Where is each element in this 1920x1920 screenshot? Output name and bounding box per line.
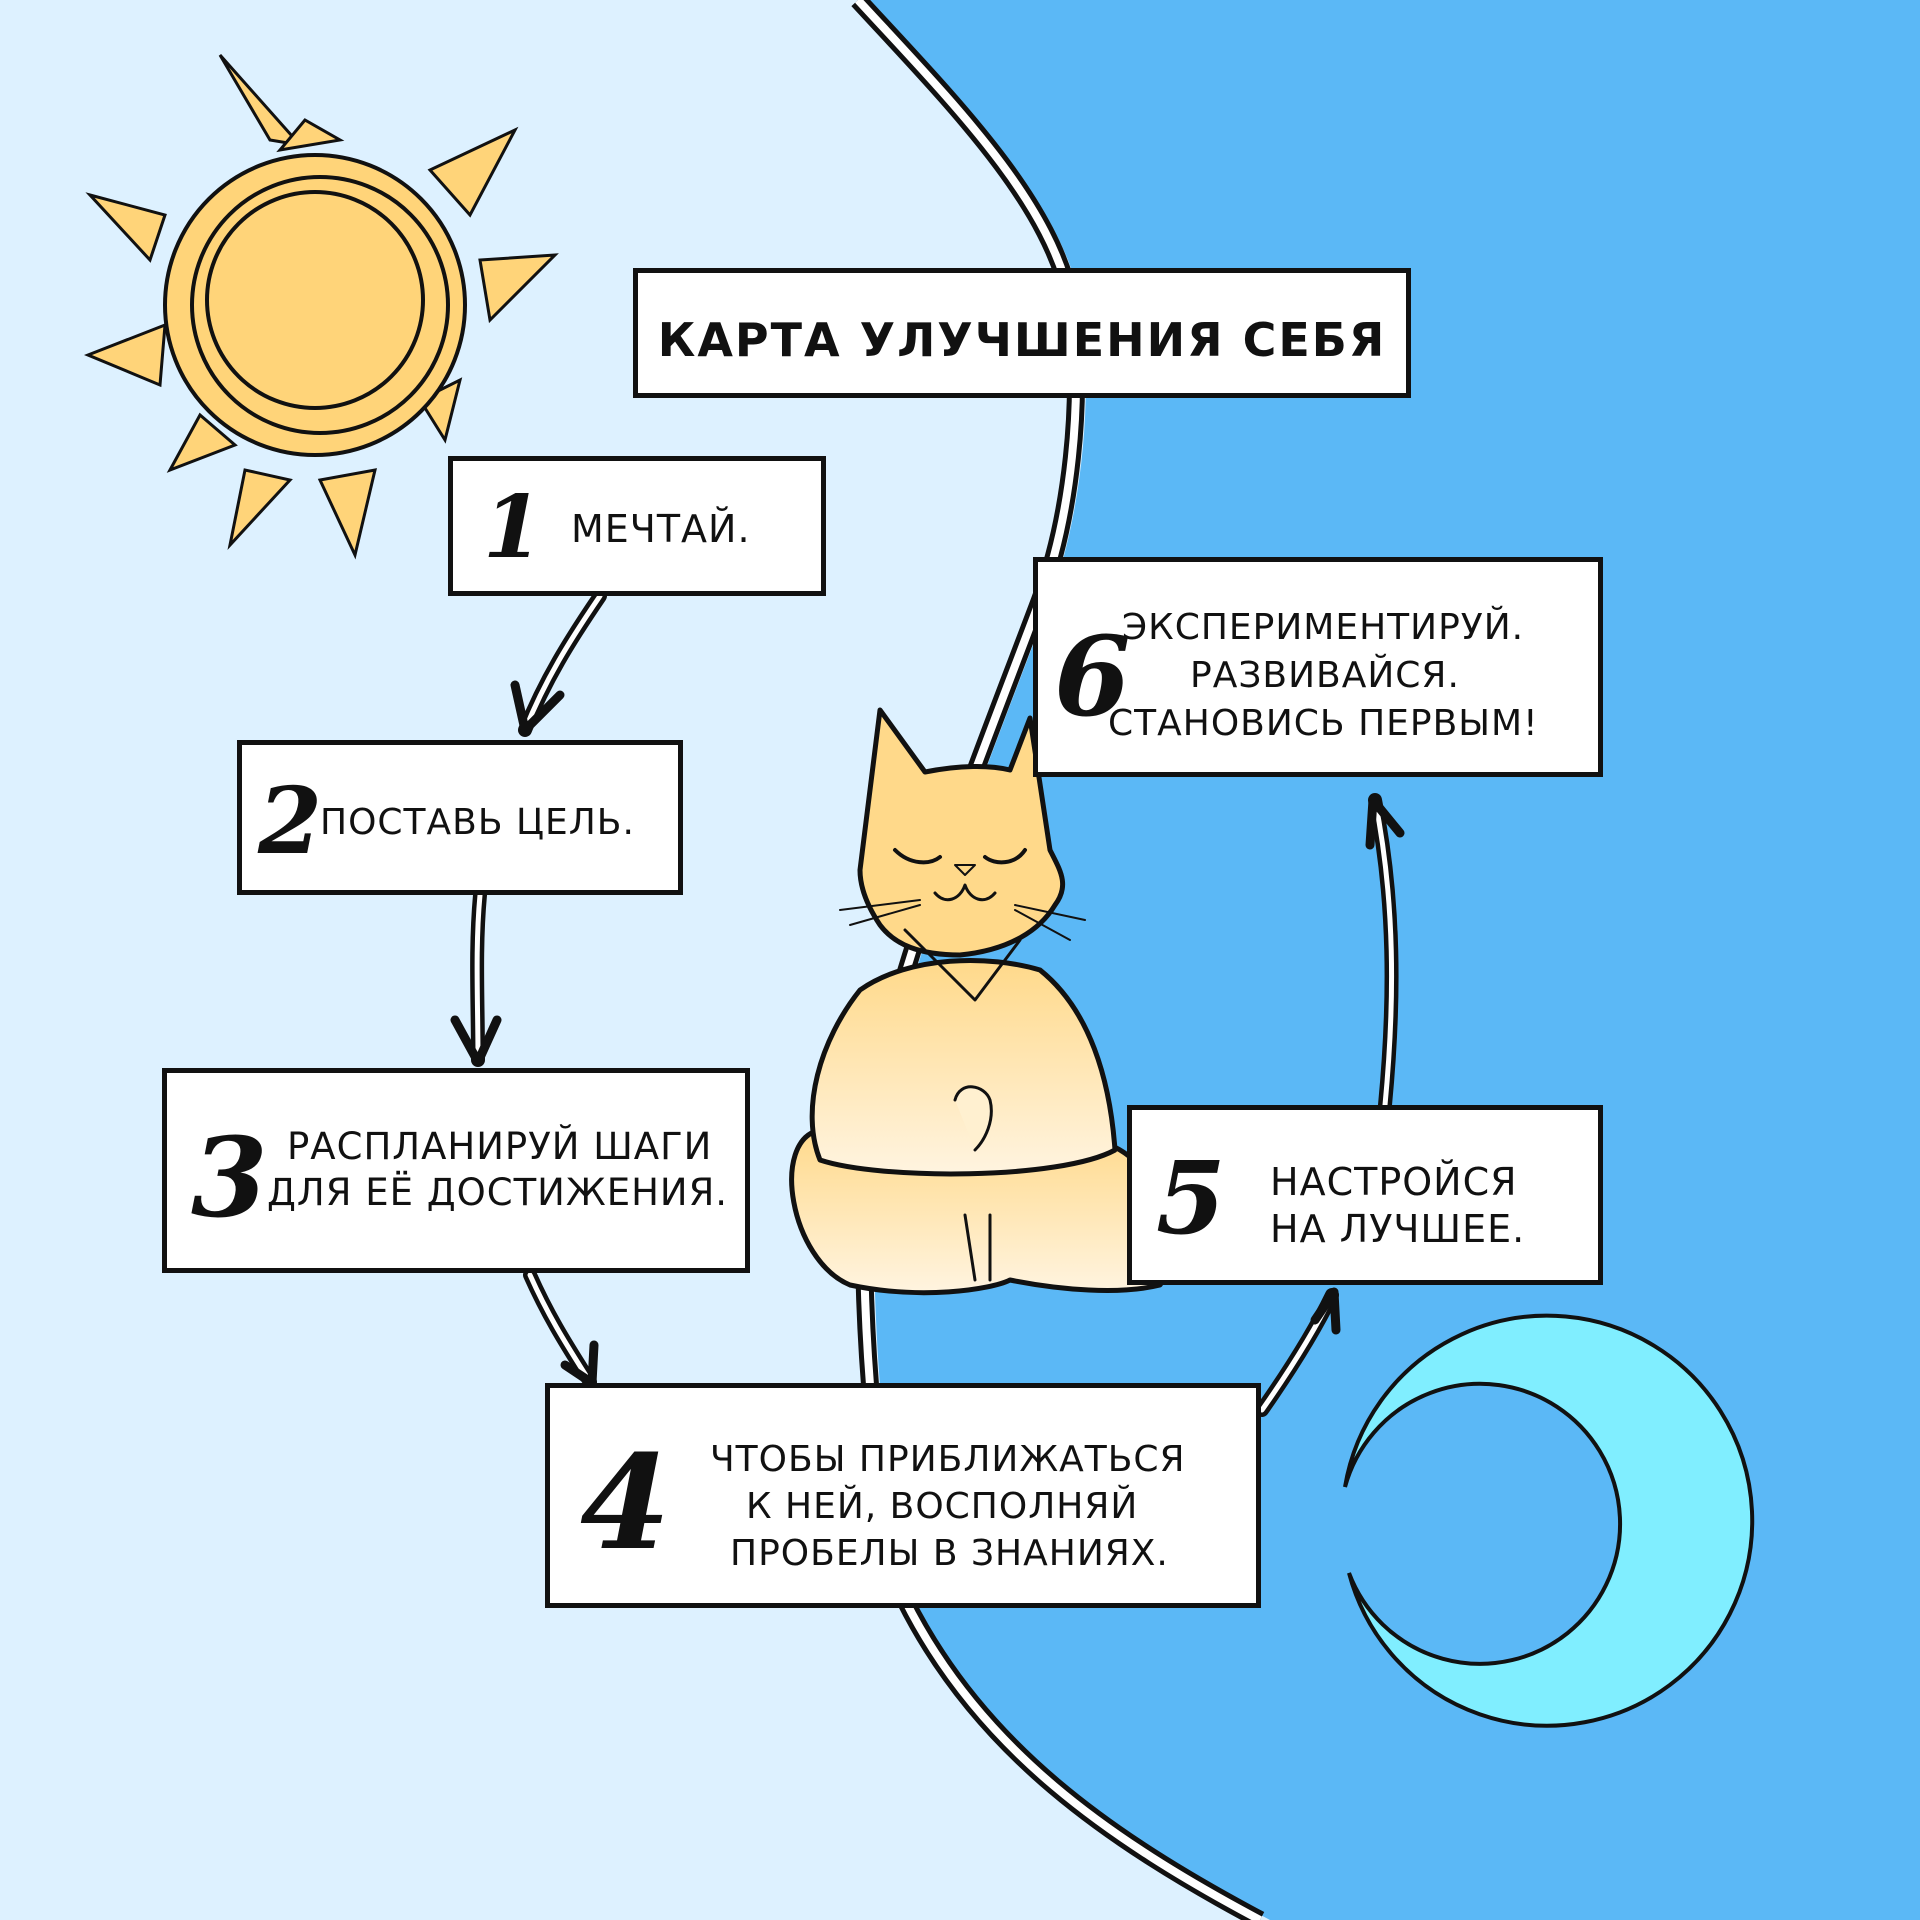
step-3-number: 3 — [191, 1113, 268, 1242]
step-1-box: 1 мечтай. — [448, 456, 826, 596]
arrow-step2-to-step3 — [450, 888, 502, 1067]
step-3-box: 3 распланируй шаги для её достижения. — [162, 1068, 750, 1273]
step-6-text-line-1: экспериментируй. — [1122, 607, 1525, 648]
step-2-text: поставь цель. — [320, 802, 635, 843]
step-6-number: 6 — [1054, 612, 1131, 741]
step-2-box: 2 поставь цель. — [237, 740, 683, 895]
meditating-cat-illustration — [789, 707, 1172, 1296]
step-1-number: 1 — [483, 477, 543, 578]
arrow-step1-to-step2 — [510, 589, 607, 737]
step-5-box: 5 настройся на лучшее. — [1127, 1105, 1603, 1285]
arrows — [450, 589, 1405, 1417]
arrow-step4-to-step5 — [1255, 1287, 1341, 1417]
crescent-moon-icon — [1343, 1313, 1755, 1728]
sun-icon — [83, 54, 559, 560]
step-5-text-line-1: настройся — [1270, 1160, 1518, 1204]
page-title: Карта улучшения себя — [657, 313, 1387, 367]
step-5-text-line-2: на лучшее. — [1270, 1207, 1526, 1251]
step-4-number: 4 — [580, 1426, 671, 1579]
step-2-number: 2 — [258, 767, 323, 875]
arrow-step3-to-step4 — [523, 1268, 599, 1389]
step-4-text-line-2: к ней, восполняй — [746, 1486, 1139, 1527]
step-4-text-line-1: чтобы приближаться — [710, 1439, 1186, 1480]
step-1-text: мечтай. — [571, 507, 751, 551]
title-box: Карта улучшения себя — [633, 268, 1411, 398]
step-6-text-line-3: становись первым! — [1108, 703, 1539, 744]
step-4-text-line-3: пробелы в знаниях. — [730, 1533, 1169, 1574]
step-6-box: 6 экспериментируй. развивайся. становись… — [1033, 557, 1603, 777]
step-3-text-line-2: для её достижения. — [267, 1171, 729, 1214]
arrow-step5-to-step6 — [1365, 793, 1405, 1112]
step-5-number: 5 — [1156, 1139, 1226, 1257]
step-6-text-line-2: развивайся. — [1190, 655, 1460, 696]
step-3-text-line-1: распланируй шаги — [287, 1125, 713, 1168]
step-4-box: 4 чтобы приближаться к ней, восполняй пр… — [545, 1383, 1261, 1608]
